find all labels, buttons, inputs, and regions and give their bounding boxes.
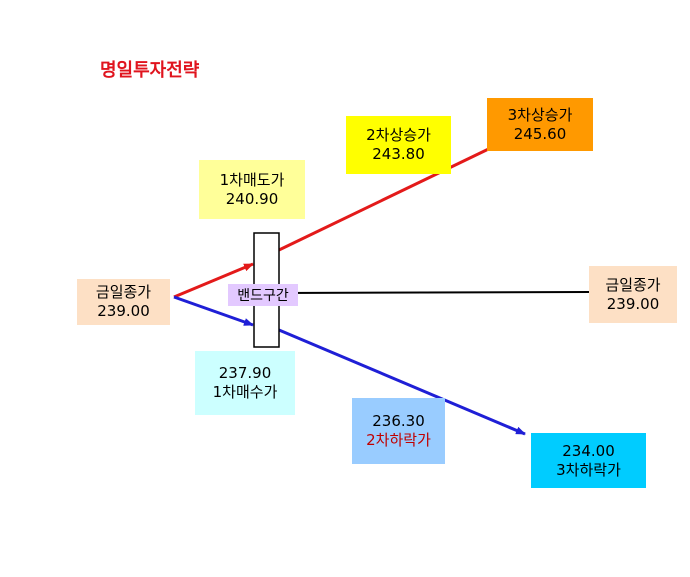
buy1-value: 237.90 bbox=[218, 364, 272, 382]
fall3-label: 3차하락가 bbox=[556, 460, 621, 479]
buy1-box: 237.90 1차매수가 bbox=[195, 351, 295, 415]
close-left-label: 금일종가 bbox=[95, 283, 152, 301]
page-title: 명일투자전략 bbox=[100, 60, 200, 81]
sell1-label: 1차매도가 bbox=[219, 170, 285, 189]
rise2-label: 2차상승가 bbox=[366, 126, 431, 144]
sell1-box: 1차매도가 240.90 bbox=[199, 160, 305, 219]
fall3-box: 234.00 3차하락가 bbox=[531, 433, 646, 488]
fall3-value: 234.00 bbox=[562, 441, 615, 460]
sell1-value: 240.90 bbox=[225, 189, 279, 208]
close-right-label: 금일종가 bbox=[605, 275, 661, 294]
close-price-right: 금일종가 239.00 bbox=[589, 266, 677, 323]
fall2-label: 2차하락가 bbox=[366, 431, 431, 449]
rise2-box: 2차상승가 243.80 bbox=[346, 116, 451, 174]
rise3-box: 3차상승가 245.60 bbox=[487, 98, 593, 151]
fall2-value: 236.30 bbox=[372, 412, 425, 430]
buy1-label: 1차매수가 bbox=[212, 383, 278, 401]
rise2-value: 243.80 bbox=[372, 145, 425, 163]
up-arrow-line bbox=[173, 262, 254, 299]
close-price-left: 금일종가 239.00 bbox=[77, 279, 170, 325]
close-left-value: 239.00 bbox=[97, 302, 150, 320]
band-range-label: 밴드구간 bbox=[228, 284, 298, 306]
rise3-value: 245.60 bbox=[513, 124, 567, 143]
up-trend-line bbox=[278, 141, 502, 252]
close-right-value: 239.00 bbox=[606, 294, 660, 313]
flat-line bbox=[278, 291, 591, 294]
fall2-box: 236.30 2차하락가 bbox=[352, 398, 445, 464]
down-arrow-line bbox=[173, 295, 254, 327]
down-trend-line bbox=[278, 328, 526, 436]
rise3-label: 3차상승가 bbox=[507, 105, 573, 124]
